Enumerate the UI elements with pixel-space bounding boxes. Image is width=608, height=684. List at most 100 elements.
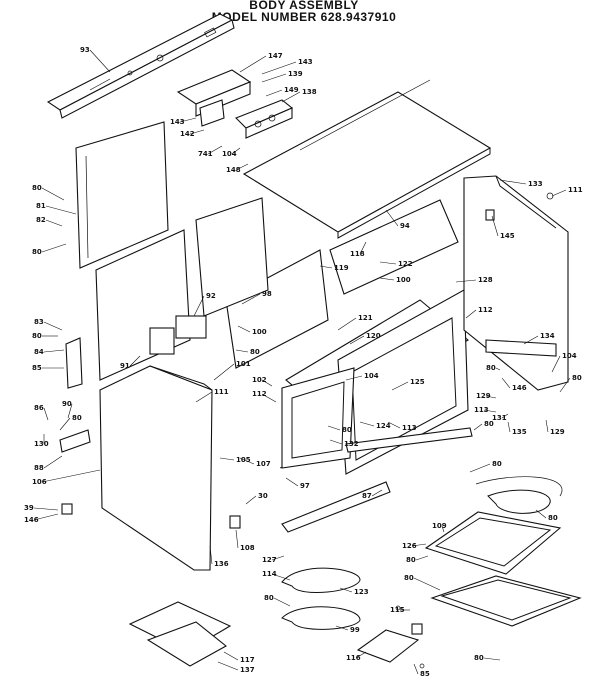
callout-80: 80 — [404, 574, 414, 582]
leader-line — [501, 413, 509, 419]
part-123-bottom-pan — [430, 575, 582, 627]
callout-94: 94 — [400, 222, 410, 230]
leader-line — [551, 355, 561, 373]
callout-113: 113 — [474, 406, 489, 414]
leader-line — [371, 489, 383, 497]
part-116-tray — [128, 601, 232, 667]
callout-85: 85 — [32, 364, 42, 372]
leader-line — [261, 73, 287, 83]
leader-line — [89, 49, 111, 73]
part-132-rail — [281, 427, 473, 533]
callout-92: 92 — [206, 292, 216, 300]
callout-98: 98 — [262, 290, 272, 298]
leader-line — [495, 367, 501, 371]
leader-line — [379, 277, 395, 281]
callout-116: 116 — [346, 654, 361, 662]
leader-line — [33, 507, 59, 511]
leader-line — [473, 423, 483, 431]
leader-line — [43, 455, 63, 469]
callout-136: 136 — [214, 560, 229, 568]
callout-113: 113 — [402, 424, 417, 432]
leader-line — [281, 91, 301, 103]
leader-line — [235, 349, 249, 353]
leader-line — [411, 543, 427, 547]
callout-123: 123 — [354, 588, 369, 596]
leader-line — [129, 355, 141, 367]
leader-line — [45, 205, 77, 215]
callout-119: 119 — [334, 264, 349, 272]
callout-107: 107 — [256, 460, 271, 468]
leader-line — [239, 55, 267, 73]
callout-88: 88 — [34, 464, 44, 472]
leader-line — [193, 295, 205, 317]
callout-741: 741 — [198, 150, 213, 158]
leader-line — [413, 663, 419, 675]
leader-line — [559, 377, 571, 393]
leader-line — [285, 477, 299, 487]
part-128-rear-panel — [329, 199, 459, 295]
callout-84: 84 — [34, 348, 44, 356]
leader-line — [551, 189, 567, 197]
leader-line — [261, 393, 277, 403]
leader-line — [213, 363, 235, 381]
callout-104: 104 — [364, 372, 379, 380]
leader-line — [41, 243, 67, 253]
part-134-strip — [485, 339, 557, 357]
callout-80: 80 — [342, 426, 352, 434]
callout-101: 101 — [236, 360, 251, 368]
leader-line — [271, 573, 291, 581]
callout-127: 127 — [262, 556, 277, 564]
callout-133: 133 — [528, 180, 543, 188]
part-115-bake-element — [281, 606, 361, 630]
leader-line — [387, 421, 401, 429]
callout-120: 120 — [366, 332, 381, 340]
callout-143: 143 — [170, 118, 185, 126]
leader-line — [441, 525, 445, 533]
leader-line — [483, 409, 497, 413]
part-102-door-frame — [281, 367, 355, 469]
leader-line — [67, 403, 73, 419]
callout-106: 106 — [32, 478, 47, 486]
model-number: MODEL NUMBER 628.9437910 — [211, 10, 397, 24]
callout-143: 143 — [298, 58, 313, 66]
callout-131: 131 — [492, 414, 507, 422]
callout-111: 111 — [214, 388, 229, 396]
callout-80: 80 — [72, 414, 82, 422]
leader-line — [241, 293, 261, 305]
callout-121: 121 — [358, 314, 373, 322]
callout-108: 108 — [240, 544, 255, 552]
callout-99: 99 — [350, 626, 360, 634]
leader-line — [337, 317, 357, 331]
leader-line — [523, 335, 539, 345]
leader-line — [349, 335, 365, 345]
callout-137: 137 — [240, 666, 255, 674]
callout-146: 146 — [512, 384, 527, 392]
callout-81: 81 — [36, 202, 46, 210]
callout-100: 100 — [396, 276, 411, 284]
callout-80: 80 — [492, 460, 502, 468]
callout-129: 129 — [550, 428, 565, 436]
callout-149: 149 — [284, 86, 299, 94]
callout-80: 80 — [32, 184, 42, 192]
leader-line — [33, 513, 59, 521]
leader-line — [413, 577, 441, 591]
leader-line — [223, 651, 239, 661]
callout-80: 80 — [572, 374, 582, 382]
leader-line — [535, 509, 547, 519]
callout-30: 30 — [258, 492, 268, 500]
leader-line — [261, 379, 273, 387]
leader-line — [189, 129, 205, 135]
leader-line — [501, 377, 511, 389]
callout-148: 148 — [226, 166, 241, 174]
leader-line — [43, 407, 49, 421]
leader-line — [237, 325, 251, 333]
leader-line — [545, 419, 549, 433]
callout-104: 104 — [562, 352, 577, 360]
callout-82: 82 — [36, 216, 46, 224]
part-99-shield — [356, 629, 420, 663]
leader-line — [231, 147, 241, 155]
part-136-broil-element — [475, 476, 563, 514]
leader-line — [339, 587, 353, 593]
leader-line — [43, 321, 63, 331]
